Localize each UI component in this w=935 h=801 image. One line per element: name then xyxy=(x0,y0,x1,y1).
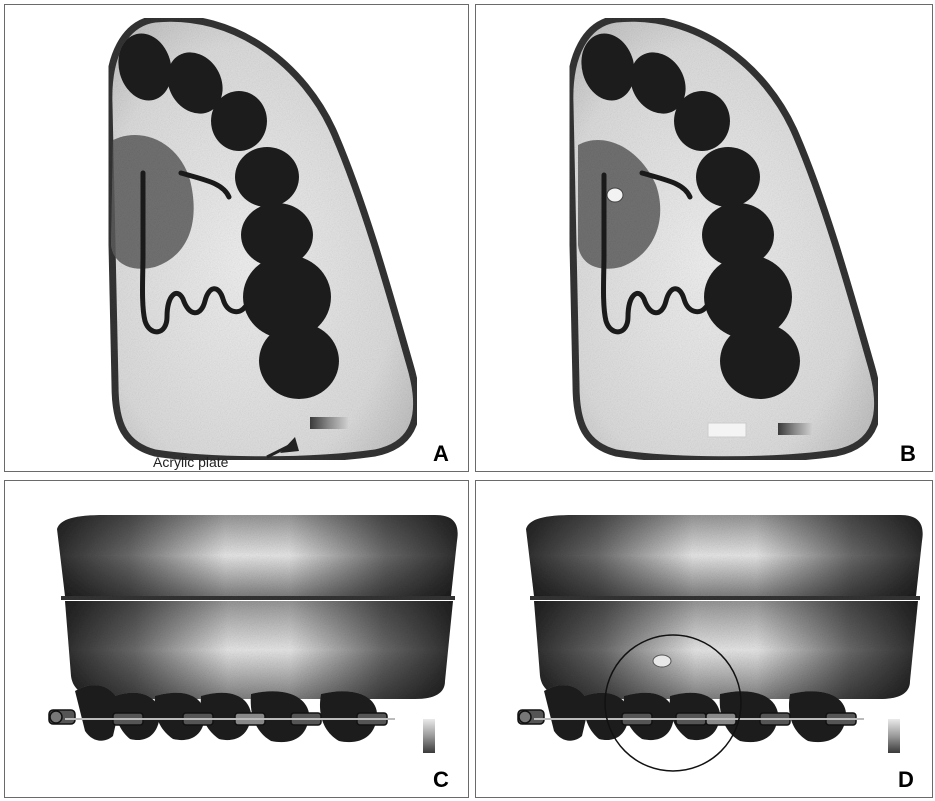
tooth xyxy=(211,91,267,151)
color-scale-bar xyxy=(310,417,348,429)
acrylic-plate-annotation: Acrylic plate xyxy=(153,454,228,470)
panel-label: A xyxy=(433,441,449,467)
tooth xyxy=(720,323,800,399)
panel-label: C xyxy=(433,767,449,793)
stress-highlight xyxy=(607,188,623,202)
appliance-frontal-view xyxy=(5,481,469,798)
tooth xyxy=(75,685,120,741)
appliance-occlusal-view xyxy=(5,5,469,472)
tooth xyxy=(235,147,299,207)
acrylic-base xyxy=(526,515,923,699)
color-scale-bar xyxy=(423,719,435,753)
tooth xyxy=(544,685,589,741)
panel-a: Acrylic plate A xyxy=(4,4,469,472)
tooth xyxy=(674,91,730,151)
panel-c: C xyxy=(4,480,469,798)
color-scale-bar xyxy=(888,719,900,753)
appliance-frontal-view xyxy=(476,481,933,798)
panel-label: B xyxy=(900,441,916,467)
acrylic-base xyxy=(57,515,458,699)
appliance-occlusal-view xyxy=(476,5,933,472)
panel-label: D xyxy=(898,767,914,793)
stress-highlight xyxy=(653,655,671,667)
tooth xyxy=(259,323,339,399)
tooth xyxy=(696,147,760,207)
panel-b: B xyxy=(475,4,933,472)
panel-d: D xyxy=(475,480,933,798)
